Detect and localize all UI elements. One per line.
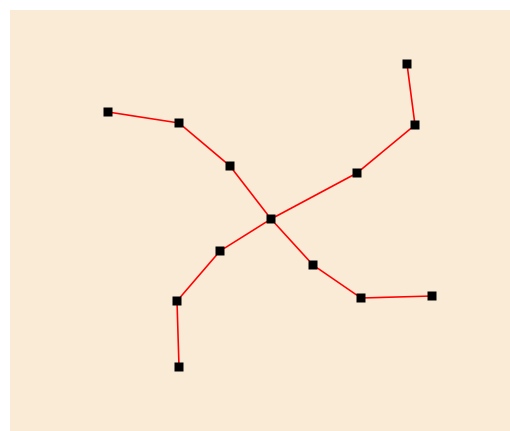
node-arm-lower-right-1 (308, 260, 318, 270)
edge-arm-upper-left-2-to-arm-upper-left-3 (107, 111, 180, 124)
node-arm-lower-left-3 (174, 362, 184, 372)
edge-center-to-arm-upper-right-1 (270, 172, 358, 220)
node-arm-lower-left-1 (215, 246, 225, 256)
edge-arm-lower-left-2-to-arm-lower-left-3 (176, 300, 180, 368)
edge-center-to-arm-lower-right-1 (270, 218, 314, 266)
node-arm-upper-right-1 (352, 168, 362, 178)
edge-arm-upper-right-2-to-arm-upper-right-3 (406, 63, 416, 126)
node-arm-upper-right-3 (402, 59, 412, 69)
node-layer (103, 59, 437, 372)
node-arm-upper-left-2 (174, 118, 184, 128)
node-arm-upper-right-2 (410, 120, 420, 130)
edge-arm-lower-left-1-to-arm-lower-left-2 (176, 250, 221, 302)
node-arm-upper-left-3 (103, 107, 113, 117)
edge-arm-lower-right-1-to-arm-lower-right-2 (312, 264, 362, 299)
edge-arm-lower-right-2-to-arm-lower-right-3 (360, 295, 433, 299)
node-arm-lower-right-2 (356, 293, 366, 303)
edge-arm-upper-left-1-to-arm-upper-left-2 (178, 122, 231, 167)
edge-layer (107, 63, 433, 368)
node-center (266, 214, 276, 224)
edge-center-to-arm-upper-left-1 (229, 165, 272, 220)
node-arm-lower-right-3 (427, 291, 437, 301)
edge-center-to-arm-lower-left-1 (219, 218, 272, 252)
node-arm-lower-left-2 (172, 296, 182, 306)
node-arm-upper-left-1 (225, 161, 235, 171)
diagram-background (10, 10, 510, 431)
edge-arm-upper-right-1-to-arm-upper-right-2 (356, 124, 416, 174)
